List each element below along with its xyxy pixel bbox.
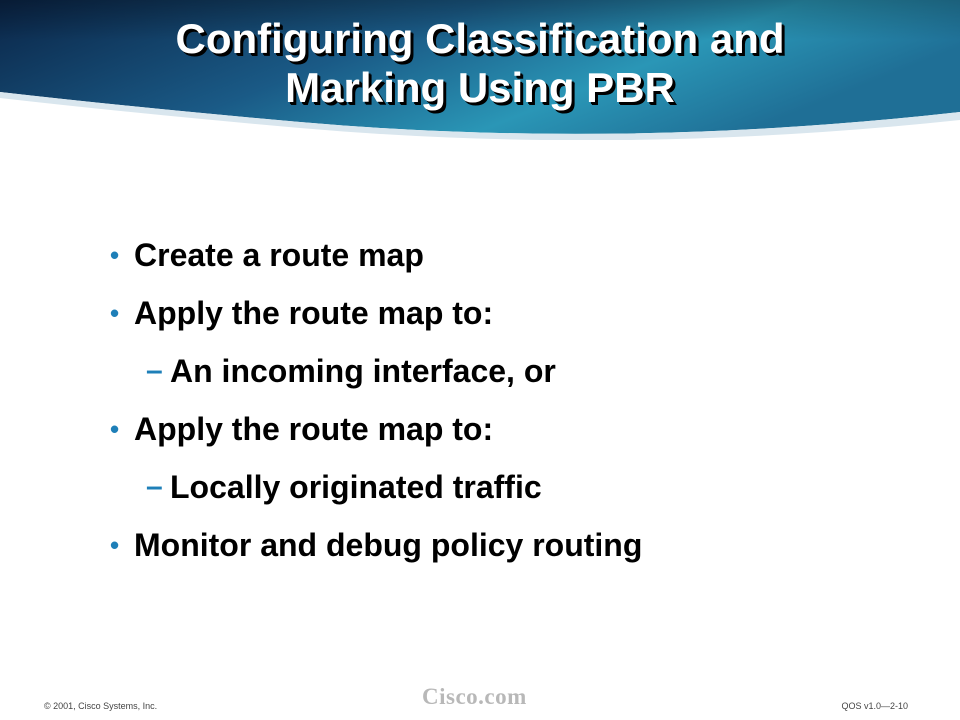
cisco-logo: Cisco.com [422, 684, 527, 709]
bullet-item: • Create a route map [110, 226, 910, 284]
sub-bullet-item: – Locally originated traffic [110, 458, 910, 516]
bullet-item: • Apply the route map to: [110, 400, 910, 458]
bullet-text: An incoming interface, or [170, 352, 556, 389]
bullet-item: • Apply the route map to: [110, 284, 910, 342]
bullet-text: Monitor and debug policy routing [134, 526, 643, 563]
bullet-text: Apply the route map to: [134, 410, 494, 447]
slide-title-line-2: Marking Using PBR [285, 64, 675, 111]
bullet-marker: • [110, 239, 120, 270]
bullet-marker: • [110, 413, 120, 444]
bullet-text: Locally originated traffic [170, 468, 542, 505]
bullet-text: Apply the route map to: [134, 294, 494, 331]
course-code: QOS v1.0—2-10 [841, 701, 908, 711]
bullet-item: • Monitor and debug policy routing [110, 516, 910, 574]
bullet-list: • Create a route map • Apply the route m… [110, 226, 910, 574]
dash-marker: – [146, 354, 163, 387]
header-banner: Configuring Classification and Marking U… [0, 0, 960, 140]
sub-bullet-item: – An incoming interface, or [110, 342, 910, 400]
slide-title: Configuring Classification and Marking U… [0, 14, 960, 112]
copyright-text: © 2001, Cisco Systems, Inc. [44, 701, 158, 711]
dash-marker: – [146, 470, 163, 503]
bullet-marker: • [110, 529, 120, 560]
header-background [0, 0, 960, 140]
bullet-text: Create a route map [134, 236, 424, 273]
slide-title-line-1: Configuring Classification and [175, 15, 785, 62]
bullet-marker: • [110, 297, 120, 328]
